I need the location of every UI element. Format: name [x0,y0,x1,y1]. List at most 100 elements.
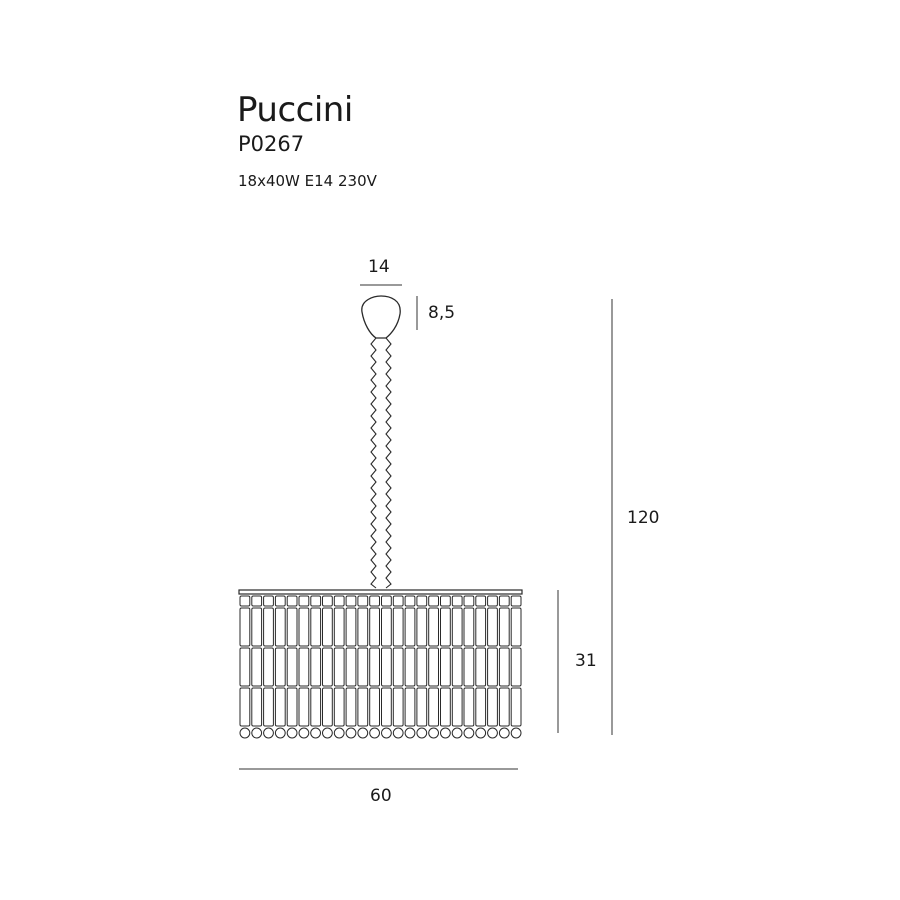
crystal-drop [416,727,428,739]
crystal-prism [440,647,451,687]
crystal-drop [322,727,333,739]
crystal-drop [498,727,510,739]
crystal-prism [428,607,440,647]
crystal-prism [286,687,298,727]
crystal-prism [274,647,286,687]
crystal-prism [333,607,345,647]
canopy-shape [361,295,401,339]
crystal-prism [263,607,274,647]
total-height-label: 120 [627,508,660,528]
crystal-prism [463,647,475,687]
crystal-prism [381,647,392,687]
crystal-prism [322,687,333,727]
crystal-prism [357,607,369,647]
crystal-prism [475,595,487,607]
crystal-prism [392,595,404,607]
crystal-prism [239,607,251,647]
shade-width-label: 60 [370,786,392,806]
product-code: P0267 [238,132,305,156]
crystal-prism [498,595,510,607]
crystal-prism [310,687,322,727]
crystal-prism [274,595,286,607]
crystal-prism [310,595,322,607]
shade-crystals [239,595,522,739]
crystal-drop [333,727,345,739]
crystal-drop [286,727,298,739]
crystal-prism [440,607,451,647]
crystal-drop [310,727,322,739]
crystal-prism [369,595,381,607]
crystal-drop [345,727,357,739]
crystal-prism [345,647,357,687]
crystal-prism [475,687,487,727]
crystal-drop [392,727,404,739]
crystal-prism [369,687,381,727]
crystal-prism [310,607,322,647]
crystal-drop [298,727,310,739]
crystal-drop [463,727,475,739]
crystal-prism [487,647,498,687]
crystal-prism [322,647,333,687]
crystal-prism [263,687,274,727]
crystal-drop [369,727,381,739]
product-name: Puccini [237,90,353,130]
crystal-prism [322,607,333,647]
crystal-prism [392,607,404,647]
crystal-prism [416,607,428,647]
crystal-drop [239,727,251,739]
crystal-prism [510,595,522,607]
crystal-prism [451,595,463,607]
crystal-drop [475,727,487,739]
crystal-prism [263,595,274,607]
crystal-prism [369,647,381,687]
canopy-width-label: 14 [368,257,390,277]
crystal-prism [310,647,322,687]
crystal-prism [440,687,451,727]
shade-height-label: 31 [575,651,597,671]
crystal-prism [286,607,298,647]
crystal-prism [298,687,310,727]
crystal-prism [381,687,392,727]
crystal-prism [239,595,251,607]
crystal-prism [475,607,487,647]
crystal-prism [487,595,498,607]
crystal-prism [451,607,463,647]
crystal-prism [404,687,416,727]
crystal-prism [263,647,274,687]
crystal-prism [333,687,345,727]
crystal-prism [463,595,475,607]
crystal-drop [263,727,274,739]
crystal-prism [428,595,440,607]
crystal-prism [345,607,357,647]
crystal-prism [498,607,510,647]
crystal-prism [463,687,475,727]
crystal-drop [487,727,498,739]
crystal-prism [404,607,416,647]
crystal-prism [251,647,263,687]
crystal-prism [463,607,475,647]
crystal-drop [274,727,286,739]
crystal-prism [333,647,345,687]
crystal-prism [286,595,298,607]
crystal-prism [392,687,404,727]
crystal-prism [451,647,463,687]
crystal-prism [510,647,522,687]
crystal-prism [357,595,369,607]
crystal-prism [487,687,498,727]
crystal-prism [416,687,428,727]
crystal-prism [510,687,522,727]
crystal-prism [428,647,440,687]
crystal-prism [251,607,263,647]
crystal-prism [239,687,251,727]
product-specs: 18x40W E14 230V [238,172,377,190]
crystal-prism [274,687,286,727]
crystal-prism [251,595,263,607]
crystal-prism [357,647,369,687]
crystal-drop [451,727,463,739]
crystal-prism [498,647,510,687]
crystal-prism [404,595,416,607]
crystal-prism [416,595,428,607]
crystal-prism [510,607,522,647]
crystal-prism [451,687,463,727]
